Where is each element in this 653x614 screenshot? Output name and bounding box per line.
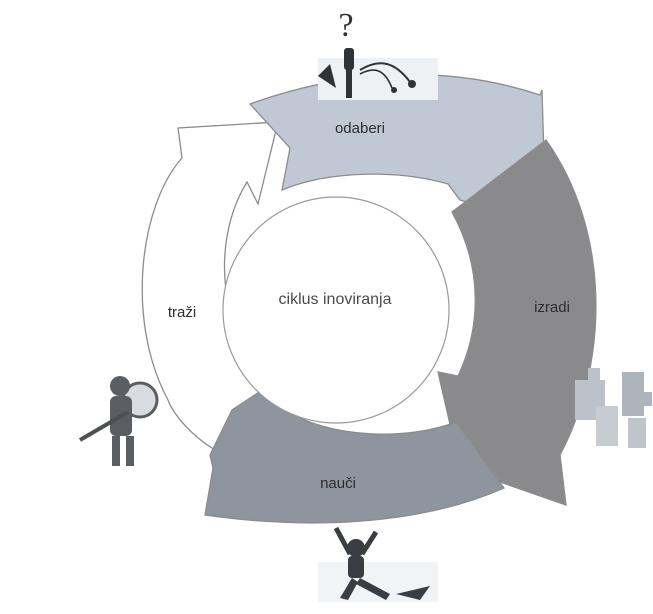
inner-circle — [222, 196, 450, 424]
center-label: ciklus inoviranja — [279, 291, 392, 308]
puzzle-pieces-icon — [575, 368, 652, 448]
magnifying-glass-figure-icon — [78, 376, 159, 466]
svg-text:?: ? — [338, 7, 353, 44]
label-nauci: nauči — [320, 475, 356, 492]
label-odaberi: odaberi — [335, 120, 385, 137]
arrow-izradi — [437, 139, 597, 506]
celebrating-figure-icon — [318, 526, 438, 602]
label-trazi: traži — [168, 304, 196, 321]
label-izradi: izradi — [534, 299, 570, 316]
question-mark-figure-icon: ? — [318, 7, 438, 100]
